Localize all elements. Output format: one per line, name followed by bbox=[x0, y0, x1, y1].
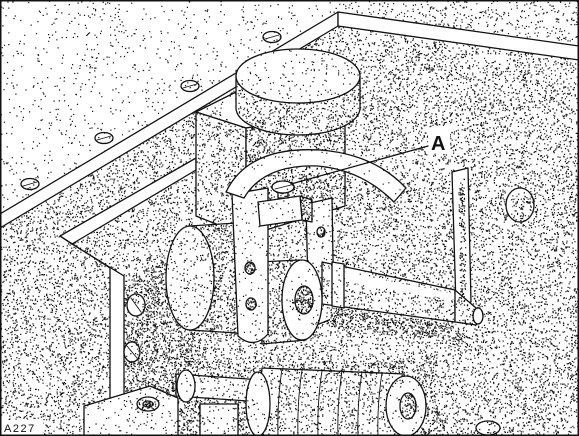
shaft-shadow-stipple bbox=[330, 307, 469, 340]
spool-left-flange bbox=[245, 371, 271, 436]
wall-screw-slot bbox=[130, 297, 142, 313]
spool-body-stipple bbox=[256, 369, 412, 436]
spool-thread-line bbox=[377, 372, 383, 436]
shaft-collar bbox=[331, 261, 345, 309]
figure-code-backdrop bbox=[1, 420, 43, 435]
spool-right-flange-stipple bbox=[389, 379, 422, 432]
hub-face-stipple bbox=[286, 268, 323, 335]
figure-code: A227 bbox=[4, 423, 36, 435]
spool-thread-line bbox=[337, 370, 343, 436]
plate-screw-lower-stipple bbox=[247, 299, 257, 311]
bed-top-surface-right-stipple bbox=[338, 0, 579, 46]
bracket-hole-stipple bbox=[138, 399, 157, 411]
bed-screw bbox=[20, 177, 40, 191]
bed-screw-slot bbox=[264, 34, 280, 40]
cylinder-side-stipple bbox=[236, 76, 361, 136]
bed-hole-shadow-stipple bbox=[513, 195, 532, 220]
bed-screw-slot bbox=[96, 135, 112, 141]
bed-screw-slot bbox=[22, 181, 38, 187]
bed-screw bbox=[94, 131, 114, 145]
bed-screw bbox=[180, 79, 200, 93]
wall-screw bbox=[123, 341, 141, 363]
callout-label-backdrop bbox=[428, 128, 450, 153]
plate-screw-upper-stipple bbox=[245, 262, 256, 275]
clamp-block-side-stipple bbox=[300, 197, 314, 222]
spindle-nut-stipple bbox=[200, 405, 239, 436]
clamp-screw-slot bbox=[274, 184, 292, 190]
cylinder-cap bbox=[235, 48, 361, 104]
hub-bore-stipple bbox=[295, 286, 314, 314]
lever-arm bbox=[225, 149, 407, 203]
callout-label: A bbox=[431, 133, 445, 155]
bed-top-surface-left bbox=[0, 0, 338, 214]
spool-threads bbox=[277, 368, 383, 436]
boss-end-face bbox=[165, 225, 215, 331]
wall-screw-head-stipple bbox=[132, 294, 144, 311]
wall-screw bbox=[126, 293, 146, 317]
boss-body-stipple bbox=[190, 222, 254, 335]
bed-screw bbox=[262, 30, 282, 44]
clamp-block-stipple bbox=[258, 200, 303, 223]
clamp-screw-head-stipple bbox=[286, 184, 295, 190]
spindle-end-disc bbox=[176, 369, 196, 403]
spool-thread-line bbox=[277, 368, 283, 436]
bed-screw-slot bbox=[182, 83, 198, 89]
spool-thread-line bbox=[357, 371, 363, 436]
shaft-highlight bbox=[324, 268, 455, 300]
bracket-hole-bore-stipple bbox=[144, 401, 154, 408]
shaft-conical-tip-stipple bbox=[455, 295, 482, 325]
lever-rear-plate-stipple bbox=[307, 200, 335, 328]
clamp-block bbox=[257, 195, 303, 227]
spindle-rod-stipple bbox=[176, 375, 262, 402]
wall-screw-slot bbox=[126, 345, 138, 359]
bed-top-surface-right bbox=[338, 0, 579, 46]
cylinder-cap-stipple bbox=[241, 50, 359, 103]
housing-front-face-stipple bbox=[196, 113, 248, 236]
spool-thread-line bbox=[317, 370, 323, 436]
shaft-tip-end bbox=[472, 307, 484, 325]
callout-leader-line bbox=[290, 145, 429, 185]
bed-right-edge bbox=[337, 11, 579, 61]
bed-slot-inner-shadow-stipple bbox=[458, 178, 467, 299]
rear-plate-screw-stipple bbox=[317, 227, 326, 237]
recess-floor-shadow-stipple bbox=[124, 238, 202, 436]
spool-thread-line bbox=[297, 369, 303, 436]
